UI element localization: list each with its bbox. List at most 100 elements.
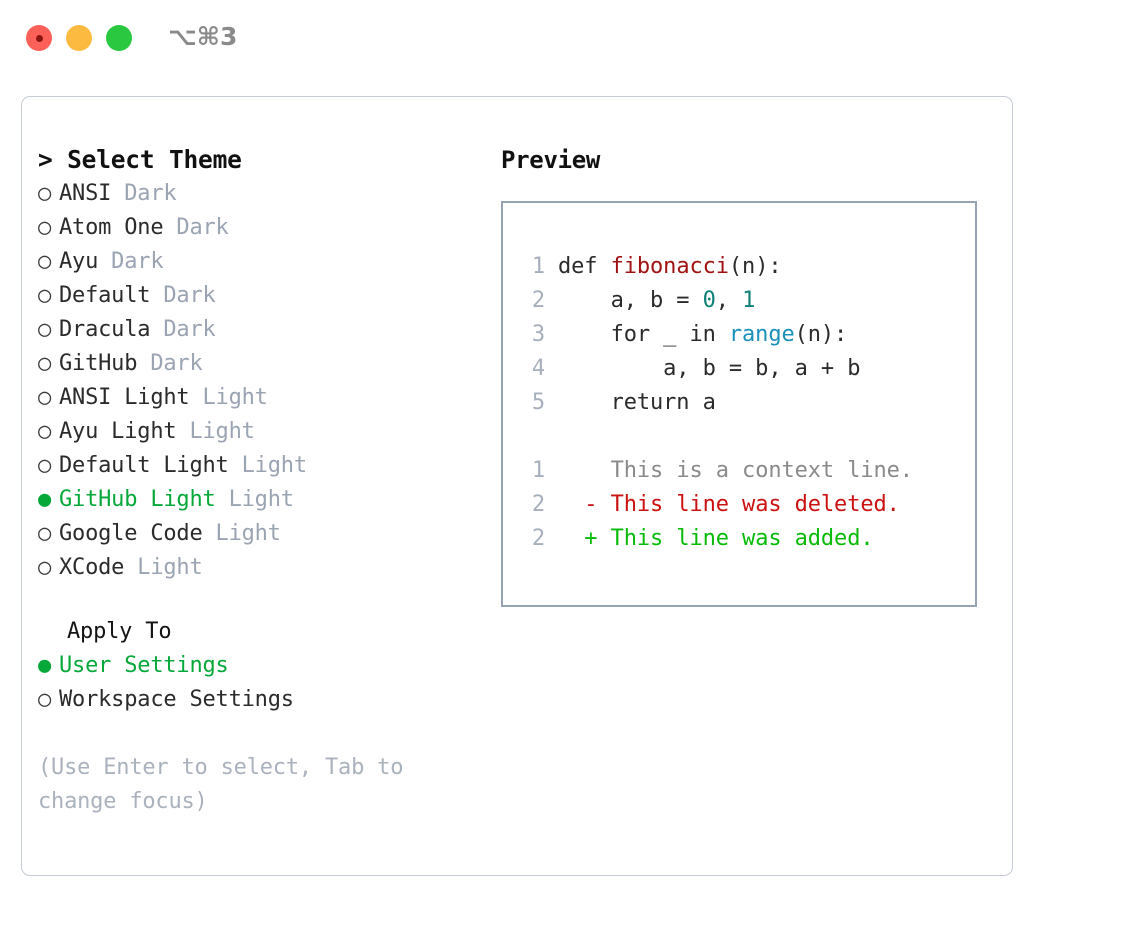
theme-option-atom-one[interactable]: ○ Atom One Dark: [38, 211, 468, 245]
radio-unselected-icon[interactable]: ○: [38, 419, 52, 444]
line-number: 1: [531, 254, 545, 279]
theme-option-dracula[interactable]: ○Dracula Dark: [38, 313, 468, 347]
diff-marker: +: [558, 526, 611, 551]
code-token-plain: (n):: [728, 254, 782, 279]
theme-option-ayu[interactable]: ○ Ayu Dark: [38, 245, 468, 279]
theme-option-kind: Dark: [98, 249, 164, 274]
diff-line-context: 1 This is a context line.: [519, 454, 969, 488]
diff-marker: -: [558, 492, 611, 517]
code-token-plain: a, b = b, a + b: [558, 356, 861, 381]
theme-option-label: GitHub Light: [59, 487, 216, 512]
minimize-window-button[interactable]: [66, 25, 92, 51]
line-number: 2: [531, 526, 545, 551]
radio-unselected-icon[interactable]: ○: [38, 453, 52, 478]
radio-unselected-icon[interactable]: ○: [38, 215, 52, 240]
theme-option-label: Default Light: [59, 453, 229, 478]
apply-to-option-user-settings[interactable]: ● User Settings: [38, 649, 468, 683]
theme-option-label: GitHub: [59, 351, 138, 376]
code-token-plain: for _ in: [558, 322, 729, 347]
radio-unselected-icon[interactable]: ○: [38, 181, 52, 206]
theme-option-kind: Dark: [163, 215, 229, 240]
theme-option-label: Ayu: [59, 249, 99, 274]
apply-to-option-label: User Settings: [59, 653, 229, 678]
code-token-fn: fibonacci: [610, 254, 729, 279]
code-token-num: 0: [702, 288, 716, 313]
theme-option-label: Ayu Light: [59, 419, 177, 444]
code-line-text: a, b = 0, 1: [558, 284, 756, 318]
theme-option-label: Default: [59, 283, 151, 308]
theme-option-xcode[interactable]: ○ XCode Light: [38, 551, 468, 585]
code-line-text: def fibonacci(n):: [558, 250, 782, 284]
radio-unselected-icon[interactable]: ○: [38, 555, 52, 580]
code-line-text: return a: [558, 386, 716, 420]
line-number: 1: [531, 458, 545, 483]
radio-unselected-icon[interactable]: ○: [38, 249, 52, 274]
theme-option-ansi-light[interactable]: ○ ANSI Light Light: [38, 381, 468, 415]
diff-line-text: This line was added.: [610, 526, 874, 551]
code-token-builtin: range: [728, 322, 795, 347]
radio-unselected-icon[interactable]: ○: [38, 351, 52, 376]
theme-option-ansi[interactable]: ○ANSI Dark: [38, 177, 468, 211]
line-number: 5: [531, 390, 545, 415]
apply-to-option-workspace-settings[interactable]: ○Workspace Settings: [38, 683, 468, 717]
theme-option-kind: Dark: [137, 351, 203, 376]
theme-option-label: ANSI Light: [59, 385, 190, 410]
radio-selected-icon[interactable]: ●: [38, 487, 52, 512]
radio-unselected-icon[interactable]: ○: [38, 317, 52, 342]
theme-option-kind: Light: [228, 453, 307, 478]
list-spacer: [38, 585, 468, 615]
code-token-plain: a, b =: [558, 288, 703, 313]
line-number: 2: [531, 288, 545, 313]
code-line: 4 a, b = b, a + b: [519, 352, 969, 386]
code-token-plain: (n):: [794, 322, 848, 347]
theme-option-kind: Light: [189, 385, 268, 410]
theme-option-label: Google Code: [59, 521, 203, 546]
theme-option-label: XCode: [59, 555, 125, 580]
diff-line-added: 2 + This line was added.: [519, 522, 969, 556]
theme-option-github[interactable]: ○ GitHub Dark: [38, 347, 468, 381]
code-token-num: 1: [742, 288, 756, 313]
code-line: 5 return a: [519, 386, 969, 420]
line-number: 2: [531, 492, 545, 517]
radio-unselected-icon[interactable]: ○: [38, 385, 52, 410]
theme-selector-panel: > Select Theme ○ANSI Dark○Atom One Dark○…: [21, 96, 1013, 876]
theme-option-default-light[interactable]: ○ Default Light Light: [38, 449, 468, 483]
close-window-button[interactable]: [26, 25, 52, 51]
code-diff-spacer: [519, 420, 969, 454]
maximize-window-button[interactable]: [106, 25, 132, 51]
radio-unselected-icon[interactable]: ○: [38, 283, 52, 308]
code-line: 1 def fibonacci(n):: [519, 250, 969, 284]
radio-selected-icon[interactable]: ●: [38, 653, 52, 678]
code-token-plain: def: [558, 254, 611, 279]
keyboard-hint-text: (Use Enter to select, Tab to change focu…: [38, 755, 404, 814]
diff-line-text: This line was deleted.: [610, 492, 900, 517]
diff-marker: [558, 454, 611, 488]
diff-sample: 1 This is a context line.2 - This line w…: [519, 454, 969, 556]
window-controls: [26, 25, 132, 51]
titlebar: ⌥⌘3: [0, 0, 1140, 78]
theme-option-default[interactable]: ○ Default Dark: [38, 279, 468, 313]
code-token-plain: ,: [715, 288, 743, 313]
theme-option-kind: Dark: [150, 283, 216, 308]
radio-unselected-icon[interactable]: ○: [38, 521, 52, 546]
theme-option-kind: Light: [215, 487, 294, 512]
theme-option-ayu-light[interactable]: ○Ayu Light Light: [38, 415, 468, 449]
radio-unselected-icon[interactable]: ○: [38, 687, 52, 712]
diff-line-deleted: 2 - This line was deleted.: [519, 488, 969, 522]
theme-option-kind: Dark: [111, 181, 177, 206]
theme-option-google-code[interactable]: ○Google Code Light: [38, 517, 468, 551]
code-line: 2 a, b = 0, 1: [519, 284, 969, 318]
hint-spacer: [38, 717, 468, 751]
theme-list: ○ANSI Dark○Atom One Dark○Ayu Dark○Defaul…: [38, 177, 468, 585]
code-line: 3 for _ in range(n):: [519, 318, 969, 352]
line-number: 4: [531, 356, 545, 381]
preview-heading: Preview: [501, 146, 601, 174]
theme-option-kind: Light: [124, 555, 203, 580]
theme-option-github-light[interactable]: ● GitHub Light Light: [38, 483, 468, 517]
keyboard-shortcut-label: ⌥⌘3: [168, 22, 238, 51]
theme-option-label: Atom One: [59, 215, 164, 240]
